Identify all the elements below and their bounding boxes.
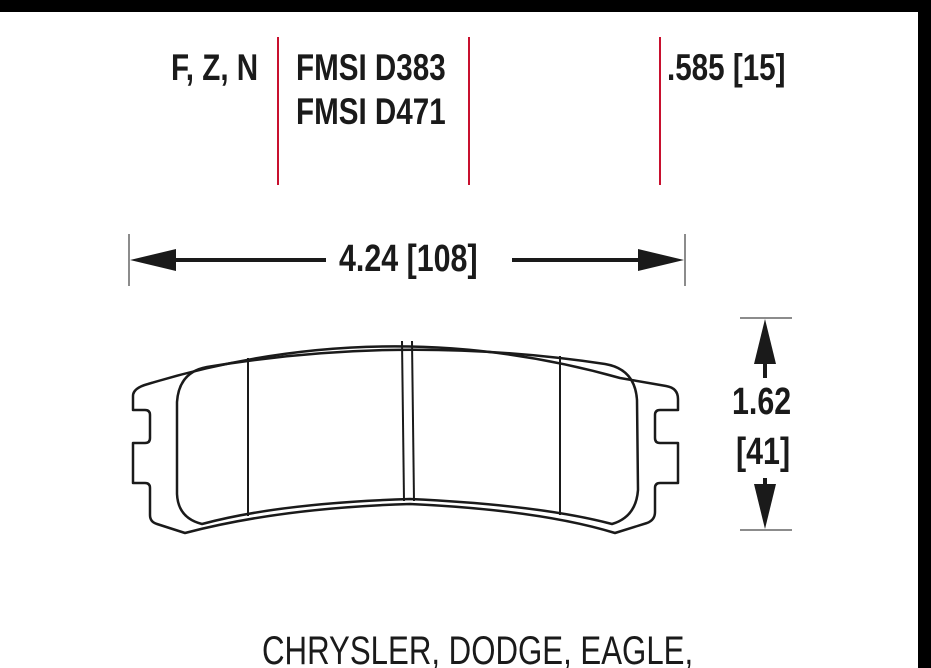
friction-material-outline [175, 348, 640, 526]
width-label: 4.24 [108] [339, 238, 478, 280]
backing-plate-outline [131, 345, 680, 535]
height-label-mm: [41] [736, 431, 791, 473]
width-dimension [128, 234, 686, 286]
compound-codes: F, Z, N [171, 47, 259, 88]
pad-thickness: .585 [15] [667, 47, 786, 88]
width-arrow-right-icon [638, 249, 684, 271]
width-arrow-left-icon [130, 249, 176, 271]
brake-pad-drawing [131, 340, 680, 535]
spec-sheet: F, Z, N FMSI D383 FMSI D471 .585 [15] 4.… [0, 12, 918, 668]
fmsi-number-2: FMSI D471 [296, 91, 446, 132]
pad-slot-line-right [411, 340, 415, 502]
fmsi-number-1: FMSI D383 [296, 47, 446, 88]
application-makes: CHRYSLER, DODGE, EAGLE, [262, 629, 694, 668]
height-label-inches: 1.62 [732, 381, 792, 423]
height-arrow-down-icon [754, 484, 776, 529]
height-dimension [740, 317, 792, 531]
pad-slot-line-left [401, 340, 405, 502]
height-arrow-up-icon [754, 319, 776, 364]
drawing-layer [128, 37, 792, 535]
